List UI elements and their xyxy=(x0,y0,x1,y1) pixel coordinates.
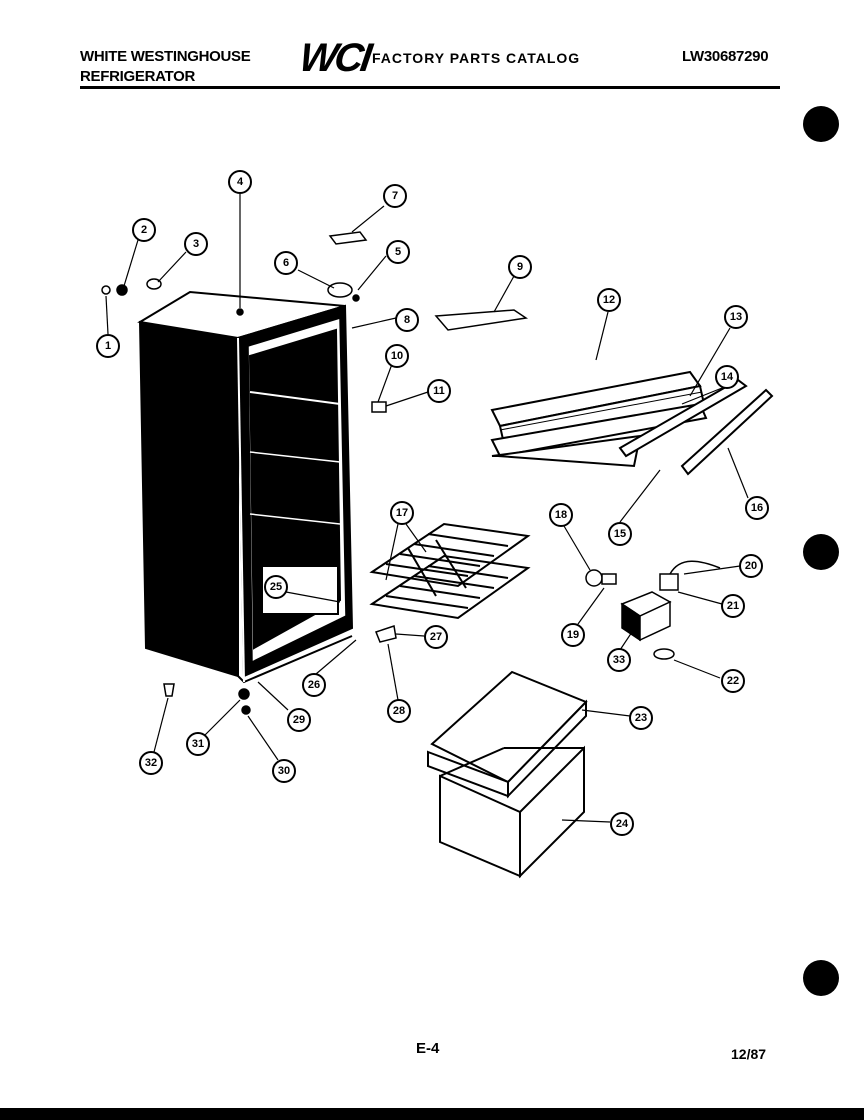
svg-text:16: 16 xyxy=(751,502,763,514)
svg-text:25: 25 xyxy=(270,581,282,593)
cabinet-body xyxy=(137,290,354,684)
callout-15: 15 xyxy=(608,522,632,546)
svg-text:22: 22 xyxy=(727,675,739,687)
svg-text:5: 5 xyxy=(395,246,401,258)
callout-33: 33 xyxy=(607,648,631,672)
callout-1: 1 xyxy=(96,334,120,358)
svg-text:27: 27 xyxy=(430,631,442,643)
callout-13: 13 xyxy=(724,305,748,329)
callout-20: 20 xyxy=(739,554,763,578)
svg-text:17: 17 xyxy=(396,507,408,519)
svg-text:14: 14 xyxy=(721,371,734,383)
catalog-date: 12/87 xyxy=(731,1046,767,1062)
svg-text:21: 21 xyxy=(727,600,739,612)
callout-21: 21 xyxy=(721,594,745,618)
callout-10: 10 xyxy=(385,344,409,368)
svg-text:4: 4 xyxy=(237,176,244,188)
callout-3: 3 xyxy=(184,232,208,256)
binder-hole-top xyxy=(803,106,839,142)
svg-text:6: 6 xyxy=(283,257,289,269)
callout-29: 29 xyxy=(287,708,311,732)
svg-text:26: 26 xyxy=(308,679,320,691)
callout-14: 14 xyxy=(715,365,739,389)
callout-32: 32 xyxy=(139,751,163,775)
header-rule xyxy=(80,86,780,89)
callout-16: 16 xyxy=(745,496,769,520)
brand-line-1: WHITE WESTINGHOUSE xyxy=(80,48,251,65)
svg-text:7: 7 xyxy=(392,190,398,202)
callout-22: 22 xyxy=(721,669,745,693)
callout-8: 8 xyxy=(395,308,419,332)
callout-30: 30 xyxy=(272,759,296,783)
svg-text:23: 23 xyxy=(635,712,647,724)
callout-2: 2 xyxy=(132,218,156,242)
svg-text:18: 18 xyxy=(555,509,567,521)
svg-text:33: 33 xyxy=(613,654,625,666)
leader-lines xyxy=(105,194,749,823)
svg-text:1: 1 xyxy=(105,340,111,352)
callout-18: 18 xyxy=(549,503,573,527)
callout-24: 24 xyxy=(610,812,634,836)
svg-text:15: 15 xyxy=(614,528,626,540)
binder-hole-bottom xyxy=(803,960,839,996)
svg-text:13: 13 xyxy=(730,311,742,323)
callout-5: 5 xyxy=(386,240,410,264)
svg-text:3: 3 xyxy=(193,238,199,250)
svg-text:20: 20 xyxy=(745,560,757,572)
svg-text:10: 10 xyxy=(391,350,403,362)
callout-27: 27 xyxy=(424,625,448,649)
hinge-parts xyxy=(101,231,529,715)
svg-text:32: 32 xyxy=(145,757,157,769)
binder-hole-middle xyxy=(803,534,839,570)
light-and-control xyxy=(585,560,721,660)
bottom-edge-bar xyxy=(0,1108,864,1120)
svg-text:2: 2 xyxy=(141,224,147,236)
svg-text:19: 19 xyxy=(567,629,579,641)
callout-31: 31 xyxy=(186,732,210,756)
callout-9: 9 xyxy=(508,255,532,279)
trim-strips xyxy=(618,378,774,476)
callout-26: 26 xyxy=(302,673,326,697)
callout-25: 25 xyxy=(264,575,288,599)
callout-7: 7 xyxy=(383,184,407,208)
callout-6: 6 xyxy=(274,251,298,275)
svg-text:8: 8 xyxy=(404,314,410,326)
crisper-assembly xyxy=(427,670,588,879)
svg-text:11: 11 xyxy=(433,385,445,397)
freezer-shelf-assembly xyxy=(490,370,708,468)
svg-text:31: 31 xyxy=(192,738,204,750)
model-number: LW30687290 xyxy=(682,48,769,65)
callout-19: 19 xyxy=(561,623,585,647)
svg-text:28: 28 xyxy=(393,705,405,717)
svg-text:30: 30 xyxy=(278,765,290,777)
callout-28: 28 xyxy=(387,699,411,723)
brand-line-2: REFRIGERATOR xyxy=(80,68,196,85)
callout-23: 23 xyxy=(629,706,653,730)
svg-text:9: 9 xyxy=(517,261,523,273)
wire-shelves xyxy=(369,522,531,620)
catalog-title: FACTORY PARTS CATALOG xyxy=(372,50,581,66)
callout-17: 17 xyxy=(390,501,414,525)
page-number: E-4 xyxy=(416,1040,440,1057)
callout-12: 12 xyxy=(597,288,621,312)
callout-4: 4 xyxy=(228,170,252,194)
svg-text:12: 12 xyxy=(603,294,615,306)
svg-text:24: 24 xyxy=(616,818,629,830)
svg-text:29: 29 xyxy=(293,714,305,726)
callout-11: 11 xyxy=(427,379,451,403)
callout-labels: 1 2 3 4 5 6 7 8 9 10 11 12 13 14 15 16 1… xyxy=(96,170,769,836)
